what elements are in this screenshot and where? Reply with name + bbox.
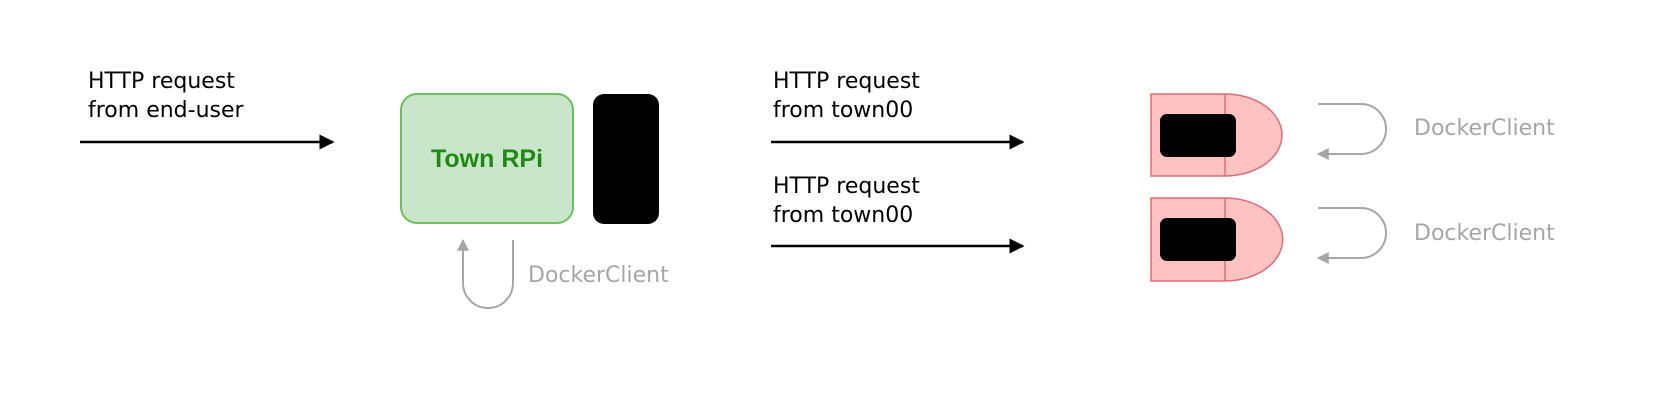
end-user-request-line2: from end-user bbox=[88, 98, 245, 123]
town-docker-label: DockerClient bbox=[528, 263, 669, 288]
town-request-2: HTTP request from town00 bbox=[771, 174, 1025, 254]
end-user-request: HTTP request from end-user bbox=[80, 69, 335, 150]
worker-node-2-device bbox=[1160, 218, 1236, 261]
end-user-request-line1: HTTP request bbox=[88, 69, 235, 94]
town-request-2-line2: from town00 bbox=[773, 203, 913, 228]
end-user-request-prefix: from bbox=[88, 98, 146, 123]
end-user-request-source: end-user bbox=[146, 98, 244, 123]
town-request-1-prefix: from bbox=[773, 98, 831, 123]
town-rpi-label: Town RPi bbox=[431, 145, 543, 173]
town-request-1-line1: HTTP request bbox=[773, 69, 920, 94]
worker-node-2: DockerClient bbox=[1150, 197, 1555, 282]
town-request-1: HTTP request from town00 bbox=[771, 69, 1025, 150]
worker-node-1-docker-loop-arrow bbox=[1316, 103, 1387, 160]
town-request-2-line1: HTTP request bbox=[773, 174, 920, 199]
town-request-2-prefix: from bbox=[773, 203, 831, 228]
worker-node-2-docker-label: DockerClient bbox=[1414, 221, 1555, 246]
town-rpi-box bbox=[400, 93, 574, 224]
town-request-2-source: town00 bbox=[831, 203, 913, 228]
worker-node-1-docker-label: DockerClient bbox=[1414, 116, 1555, 141]
worker-node-2-docker-loop-arrow bbox=[1316, 207, 1387, 264]
worker-node-1: DockerClient bbox=[1150, 93, 1555, 177]
town-request-1-source: town00 bbox=[831, 98, 913, 123]
town-request-1-line2: from town00 bbox=[773, 98, 913, 123]
town-rpi-device bbox=[593, 94, 659, 224]
town-docker-loop-arrow bbox=[457, 238, 514, 309]
worker-node-1-device bbox=[1160, 114, 1236, 157]
town-rpi-node: Town RPi DockerClient bbox=[400, 93, 669, 309]
